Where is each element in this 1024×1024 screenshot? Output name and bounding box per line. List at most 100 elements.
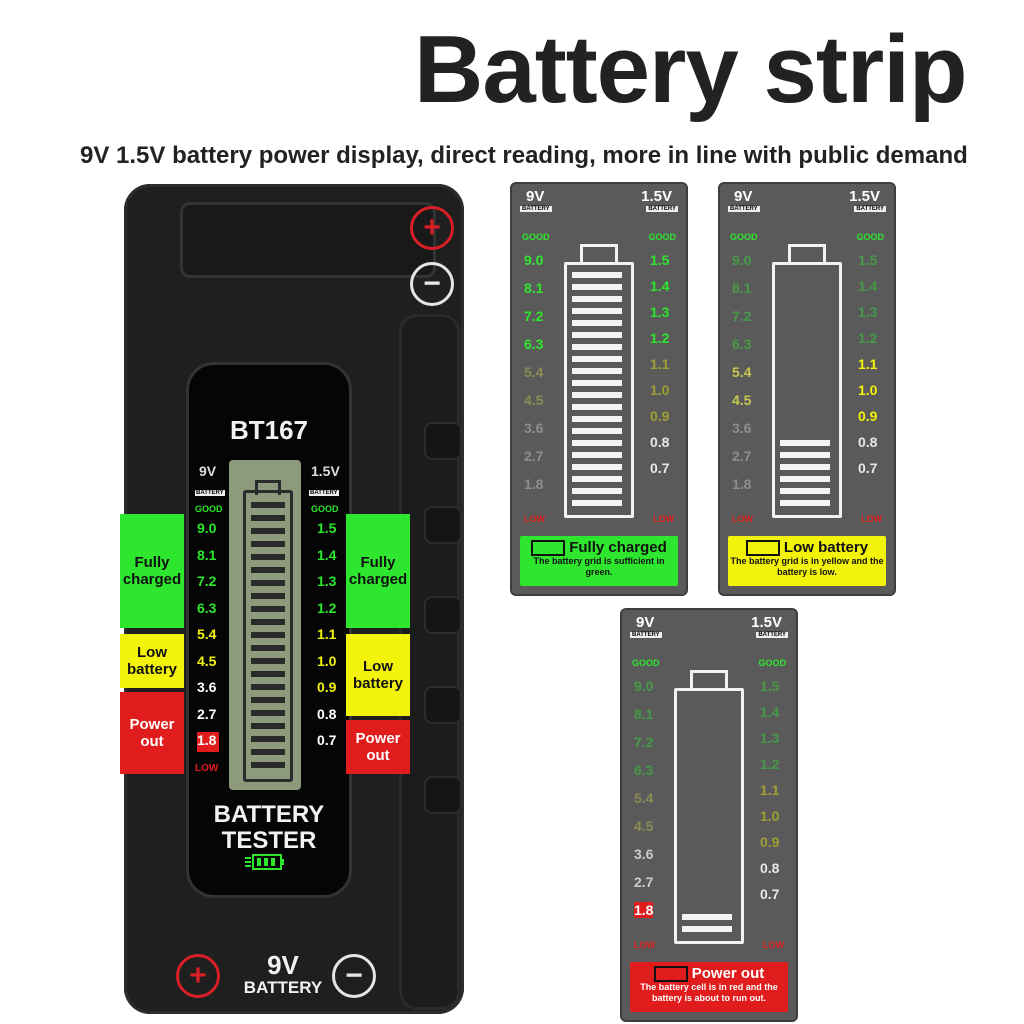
positive-terminal-icon: + [410,206,454,250]
lcd-segment [251,541,285,547]
panel-cell-segment [572,332,622,338]
label-line2: TESTER [221,827,317,854]
lcd-segment [251,762,285,768]
lcd-segment [251,671,285,677]
panel-cell-outline [674,688,744,944]
panel-left-scale-tick: 8.1 [732,280,752,296]
grip-notch [424,422,462,460]
panel-right-scale-tick: 1.0 [858,382,878,398]
panel-left-scale-tick: 6.3 [732,336,752,352]
panel-right-scale-tick: 1.4 [858,278,878,294]
panel-right-scale-tick: 1.5 [858,252,878,268]
panel-cell-segment [780,500,830,506]
lcd-segment [251,593,285,599]
panel-low-right: LOW [763,940,784,950]
panel-right-scale-tick: 0.7 [760,886,780,902]
panel-caption-desc: The battery grid is in yellow and the ba… [730,556,884,578]
label-line1: BATTERY [213,801,325,828]
panel-left-scale-tick: 2.7 [634,874,654,890]
scale-15v-header: 1.5V [311,463,340,479]
panel-cell-segment [780,440,830,446]
panel-right-scale-tick: 1.4 [760,704,780,720]
panel-low-right: LOW [653,514,674,524]
good-label-right: GOOD [311,504,339,514]
panel-good-right: GOOD [758,658,786,668]
panel-left-scale-tick: 3.6 [524,420,544,436]
lcd-segment [251,684,285,690]
side-label-fully-charged-right: Fully charged [346,514,410,628]
lcd-segment [251,515,285,521]
panel-low-left: LOW [524,514,545,524]
device-9v-label: 9V BATTERY [238,952,328,998]
panel-header-9v: 9V [526,188,545,205]
negative-terminal-icon: − [410,262,454,306]
panel-left-scale-tick: 2.7 [732,448,752,464]
lcd-segment [251,658,285,664]
scale-sub-right: BATTERY [309,490,339,496]
panel-header-9v: 9V [734,188,753,205]
left-scale-tick: 2.7 [197,705,217,722]
side-label-low-battery-left: Low battery [120,634,184,688]
right-scale-tick: 0.8 [317,705,337,722]
panel-sub-left: BATTERY [728,206,760,212]
panel-left-scale-tick: 7.2 [634,734,654,750]
panel-cell-cap [788,244,826,265]
panel-right-scale-tick: 0.9 [760,834,780,850]
panel-cell-segment [572,380,622,386]
model-name: BT167 [229,415,309,445]
panel-left-scale-tick: 6.3 [524,336,544,352]
panel-cell-cap [580,244,618,265]
panel-good-left: GOOD [730,232,758,242]
panel-right-scale-tick: 0.9 [650,408,670,424]
lcd-segment [251,736,285,742]
right-scale-tick: 1.3 [317,573,337,589]
panel-header-15v: 1.5V [849,188,880,205]
panel-cell-segment [572,356,622,362]
panel-low-right: LOW [861,514,882,524]
panel-cell-segment [780,488,830,494]
panel-right-scale-tick: 1.0 [650,382,670,398]
panel-cell-segment [572,416,622,422]
lcd-segment [251,710,285,716]
battery-tester-label: BATTERY TESTER [189,802,349,854]
panel-left-scale-tick: 1.8 [732,476,752,492]
right-scale-tick: 1.0 [317,652,337,669]
good-label-left: GOOD [195,504,223,514]
side-label-power-out-left: Power out [120,692,184,774]
panel-cell-segment [780,464,830,470]
positive-terminal-icon: + [176,954,220,998]
panel-sub-right: BATTERY [756,632,788,638]
panel-left-scale-tick: 4.5 [732,392,752,408]
panel-cell-segment [572,428,622,434]
panel-cell-segment [572,368,622,374]
panel-sub-left: BATTERY [520,206,552,212]
panel-good-right: GOOD [648,232,676,242]
panel-left-scale-tick: 4.5 [524,392,544,408]
panel-cell-segment [780,476,830,482]
battery-slot [180,202,436,278]
panel-cell-segment [572,296,622,302]
panel-cell-segment [572,464,622,470]
panel-right-scale-tick: 0.7 [858,460,878,476]
panel-header-15v: 1.5V [641,188,672,205]
battery-status-icon [531,540,566,557]
lcd-cell-outline [243,490,293,782]
panel-cell-segment [572,272,622,278]
panel-left-scale-tick: 4.5 [634,818,654,834]
panel-cell-segment [780,452,830,458]
panel-left-scale-tick: 8.1 [634,706,654,722]
panel-left-scale-tick: 2.7 [524,448,544,464]
panel-cell-segment [572,320,622,326]
panel-caption-title: Power out [630,965,788,983]
lcd-segment [251,528,285,534]
panel-cell-segment [572,500,622,506]
panel-caption-title: Fully charged [520,539,678,557]
lcd-segment [251,697,285,703]
panel-caption-title-text: Power out [691,965,765,982]
right-scale-tick: 1.1 [317,626,337,642]
panel-right-scale-tick: 0.8 [650,434,670,450]
lcd-segment [251,554,285,560]
